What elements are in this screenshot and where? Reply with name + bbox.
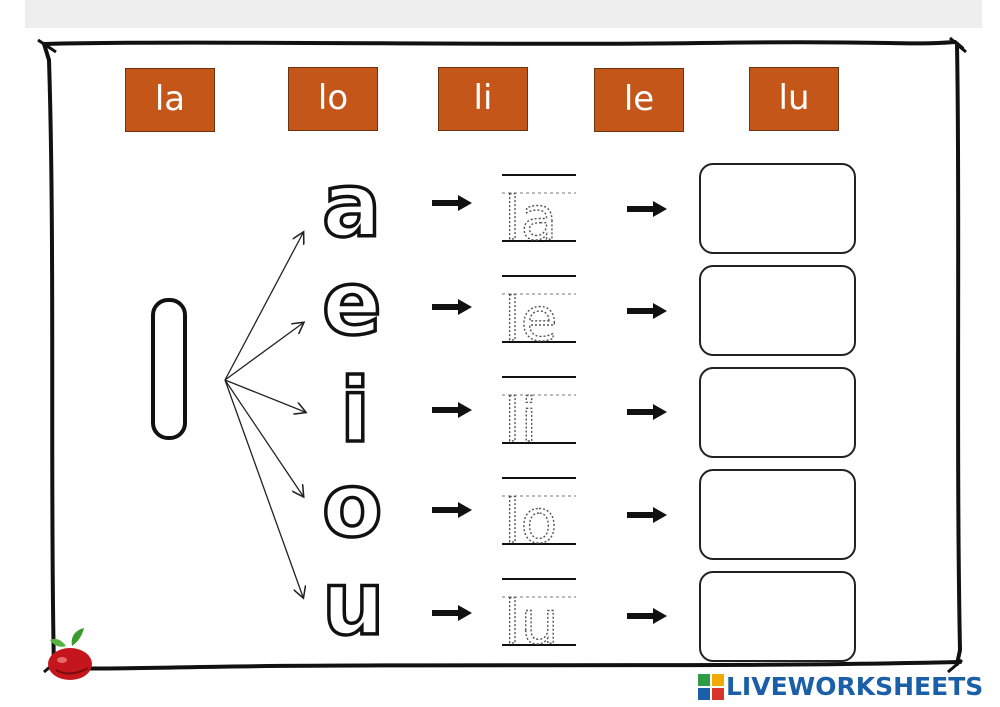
vowel-i: i xyxy=(340,359,370,462)
brand-name: LIVEWORKSHEETS xyxy=(726,672,984,701)
trace-row-lu: lu xyxy=(502,578,576,659)
traced-syllable: lo xyxy=(504,487,557,557)
syllable-chip-lu[interactable]: lu xyxy=(749,67,839,131)
traced-syllable: li xyxy=(504,386,537,456)
syllable-chip-le[interactable]: le xyxy=(594,68,684,132)
syllable-chip-bank: la lo li le lu xyxy=(0,0,1000,140)
syllable-chip-lo[interactable]: lo xyxy=(288,67,378,131)
answer-dropbox-row-5[interactable] xyxy=(699,571,856,662)
trace-column: la le li lo lu xyxy=(502,174,576,659)
traced-syllable: la xyxy=(504,184,557,254)
answer-dropbox-row-1[interactable] xyxy=(699,163,856,254)
answer-dropbox-row-2[interactable] xyxy=(699,265,856,356)
syllable-chip-la[interactable]: la xyxy=(125,68,215,132)
trace-row-la: la xyxy=(502,174,576,255)
traced-syllable: lu xyxy=(504,588,559,658)
arrows-to-trace xyxy=(432,195,472,621)
trace-row-li: li xyxy=(502,376,576,457)
answer-dropbox-row-4[interactable] xyxy=(699,469,856,560)
top-toolbar-strip xyxy=(25,0,982,28)
vowel-u: u xyxy=(322,552,385,655)
vowel-a: a xyxy=(322,154,381,257)
liveworksheets-brand: LIVEWORKSHEETS xyxy=(698,672,983,702)
traced-syllable: le xyxy=(504,285,558,355)
consonant-label: l xyxy=(169,379,170,381)
trace-row-le: le xyxy=(502,275,576,356)
liveworksheets-badge-icon xyxy=(698,674,724,700)
syllable-chip-li[interactable]: li xyxy=(438,67,528,131)
vowel-column: a e i o u xyxy=(320,152,386,657)
answer-dropbox-row-3[interactable] xyxy=(699,367,856,458)
trace-row-lo: lo xyxy=(502,477,576,558)
vowel-o: o xyxy=(322,454,382,557)
consonant-letter-l: l xyxy=(151,298,187,440)
arrows-to-answer xyxy=(627,201,667,624)
vowel-e: e xyxy=(322,252,382,355)
apple-sprout-icon xyxy=(48,628,92,680)
branch-arrows xyxy=(224,233,305,597)
